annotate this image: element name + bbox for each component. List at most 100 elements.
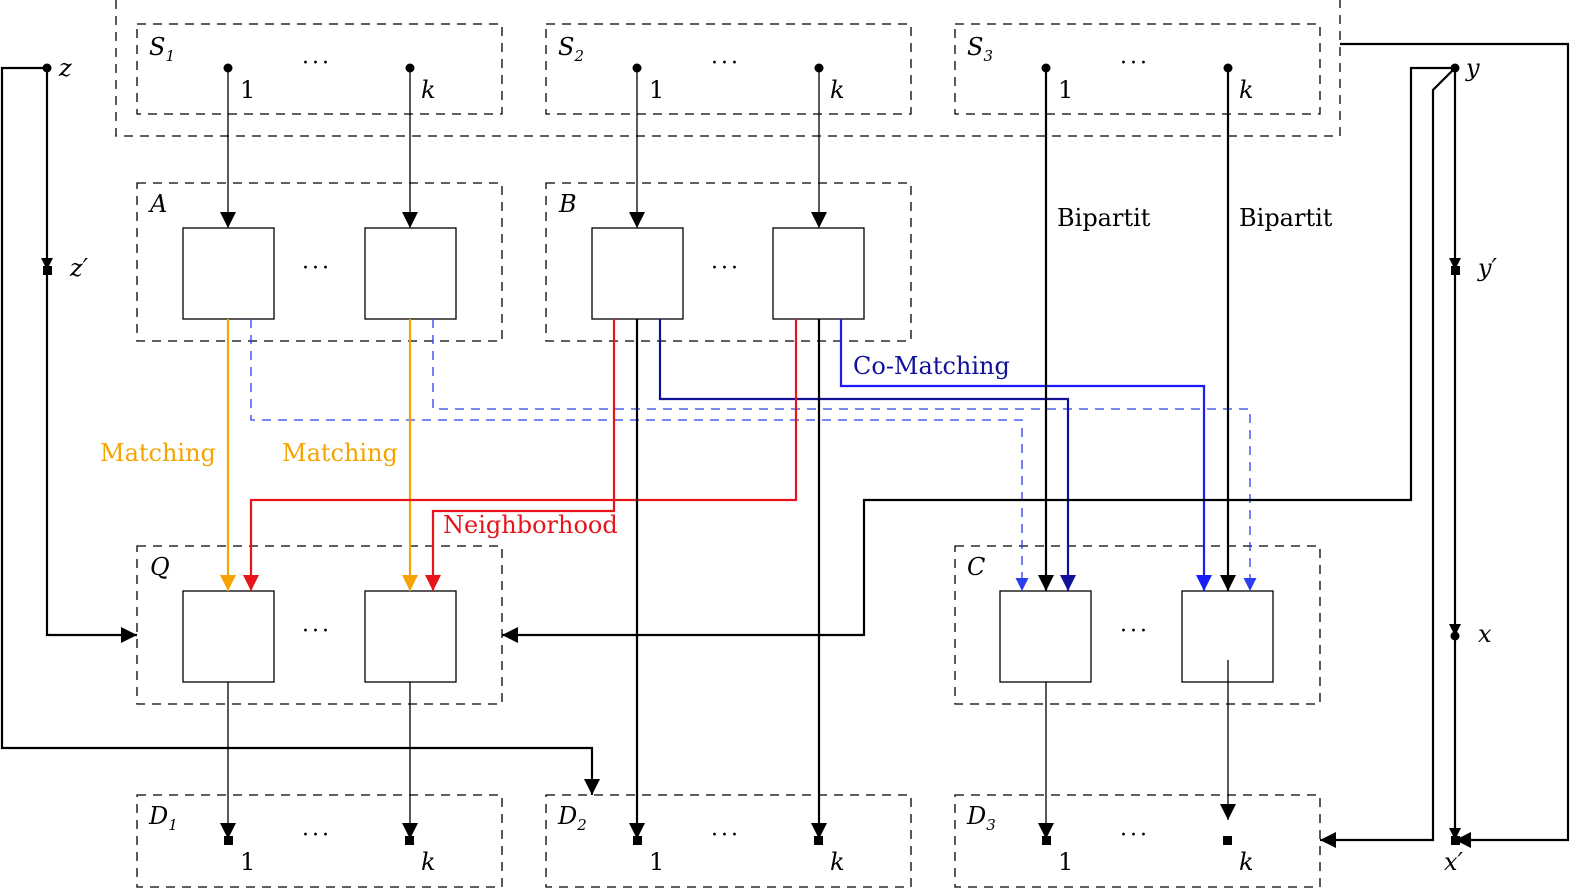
edge-bk-to-q1 [243, 319, 798, 591]
y-edges [502, 42, 1570, 848]
box-bk [772, 227, 865, 320]
label-a: A [148, 190, 167, 218]
dot-s3-k [1223, 63, 1233, 73]
edge-b1-to-c1 [658, 319, 1076, 591]
ellipses: ··· ··· ··· ··· ··· ··· ··· ··· ··· ··· [302, 51, 1150, 848]
ellipsis-q: ··· [302, 619, 332, 644]
index-labels: 1 k 1 k 1 k 1 k 1 k 1 k [240, 76, 1254, 876]
ellipsis-a: ··· [302, 256, 332, 281]
label-d3: D3 [966, 802, 996, 834]
node-dots [42, 63, 1460, 845]
square-zprime [43, 266, 52, 275]
frame-s1 [136, 23, 503, 115]
frame-d2 [545, 794, 912, 888]
square-d2-k [814, 836, 823, 845]
index-s2-k: k [830, 76, 845, 104]
label-comatching: Co-Matching [853, 352, 1010, 380]
square-d2-1 [633, 836, 642, 845]
index-d2-k: k [830, 848, 845, 876]
frame-c [954, 545, 1321, 705]
dot-y [1450, 63, 1460, 73]
dot-s2-1 [632, 63, 642, 73]
to-d-thin-edges [220, 660, 1236, 839]
label-z: z [58, 54, 72, 82]
box-ak [364, 227, 457, 320]
group-labels: S1 S2 S3 A B Q C D1 D2 D3 [148, 33, 996, 834]
label-s3: S3 [967, 33, 993, 65]
edge-souter-to-xprime [1340, 42, 1570, 848]
ellipsis-d3: ··· [1120, 823, 1150, 848]
square-yprime [1451, 266, 1460, 275]
index-s1-k: k [421, 76, 436, 104]
comatching-dashed-edges [250, 319, 1257, 591]
edge-y-to-q [502, 66, 1455, 643]
b-to-d2-edges [629, 319, 827, 839]
label-bipartit-2: Bipartit [1239, 204, 1333, 232]
square-d1-1 [224, 836, 233, 845]
index-d1-1: 1 [240, 848, 255, 876]
dot-s1-1 [223, 63, 233, 73]
label-neighborhood: Neighborhood [443, 511, 618, 539]
matching-edges [220, 319, 418, 591]
edge-z-to-d2 [0, 66, 600, 795]
label-matching-1: Matching [100, 439, 216, 467]
index-s1-1: 1 [240, 76, 255, 104]
index-d1-k: k [421, 848, 436, 876]
label-b: B [558, 190, 577, 218]
label-matching-2: Matching [282, 439, 398, 467]
square-d3-k [1223, 836, 1232, 845]
frame-q [136, 545, 503, 705]
node-labels: z z′ y y′ x x′ [58, 54, 1498, 876]
index-s2-1: 1 [649, 76, 664, 104]
edge-b1-to-qk [425, 319, 616, 591]
s-outer-frame [115, 0, 1341, 137]
frame-s3 [954, 23, 1321, 115]
ellipsis-c: ··· [1120, 619, 1150, 644]
comatching-solid-edges [658, 319, 1212, 591]
dot-s3-1 [1041, 63, 1051, 73]
frame-d3 [954, 794, 1321, 888]
label-s2: S2 [558, 33, 584, 65]
dot-s2-k [814, 63, 824, 73]
box-q1 [182, 590, 275, 683]
ellipsis-b: ··· [711, 256, 741, 281]
label-z-prime: z′ [69, 254, 89, 282]
ellipsis-s1: ··· [302, 51, 332, 76]
ellipsis-d1: ··· [302, 823, 332, 848]
dot-z [42, 63, 52, 73]
index-s3-1: 1 [1058, 76, 1073, 104]
index-d3-k: k [1239, 848, 1254, 876]
frame-s2 [545, 23, 912, 115]
box-c1 [999, 590, 1092, 683]
dot-x [1450, 631, 1460, 641]
label-bipartit-1: Bipartit [1057, 204, 1151, 232]
edge-y-to-d3 [1320, 67, 1456, 848]
group-frames [115, 0, 1341, 888]
index-d3-1: 1 [1058, 848, 1073, 876]
frame-d1 [136, 794, 503, 888]
frame-b [545, 182, 912, 342]
edge-labels: Matching Matching Neighborhood Co-Matchi… [100, 204, 1333, 539]
z-edges [0, 66, 600, 795]
label-x: x [1478, 620, 1492, 648]
ellipsis-s2: ··· [711, 51, 741, 76]
label-x-prime: x′ [1444, 848, 1464, 876]
label-s1: S1 [149, 33, 175, 65]
square-xprime [1451, 836, 1460, 845]
frame-a [136, 182, 503, 342]
dot-s1-k [405, 63, 415, 73]
square-d3-1 [1042, 836, 1051, 845]
label-d2: D2 [557, 802, 587, 834]
label-y-prime: y′ [1477, 254, 1498, 282]
label-y: y [1465, 54, 1480, 82]
box-qk [364, 590, 457, 683]
box-a1 [182, 227, 275, 320]
edge-bk-to-ck [839, 319, 1212, 591]
index-d2-1: 1 [649, 848, 664, 876]
bipartit-edges [1038, 68, 1236, 591]
index-s3-k: k [1239, 76, 1254, 104]
neighborhood-edges [243, 319, 798, 591]
ellipsis-s3: ··· [1120, 51, 1150, 76]
edge-zprime-to-q [45, 270, 137, 643]
